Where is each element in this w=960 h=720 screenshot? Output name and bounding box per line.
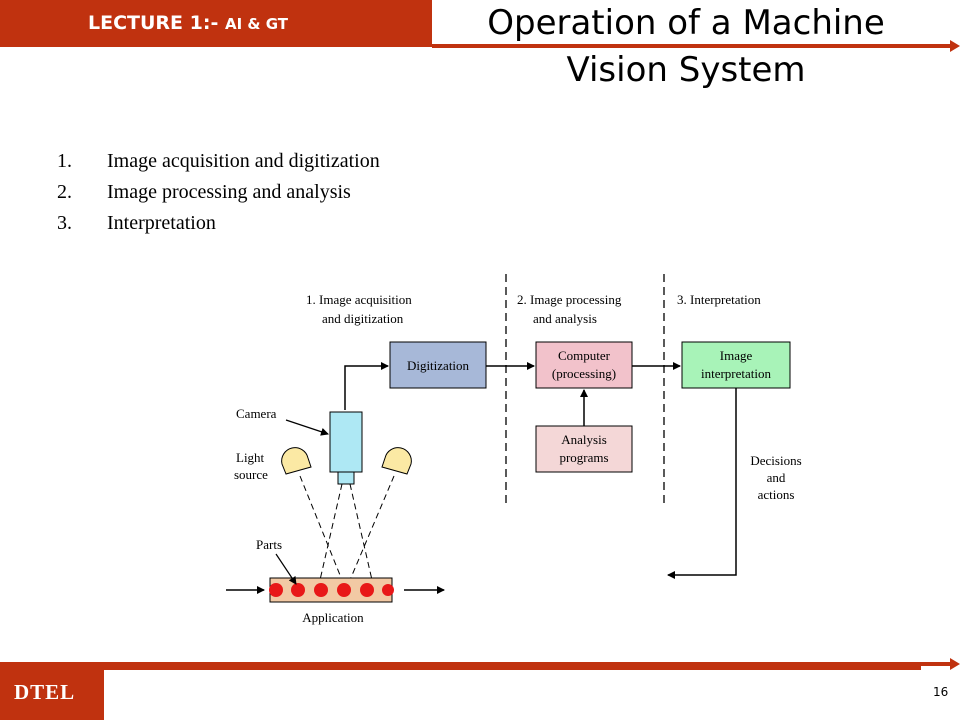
parts-pointer-arrow [275,553,297,585]
footer-brand: DTEL [14,680,76,704]
computer-label-line1: Computer [558,348,611,363]
camera-view-left [319,483,343,581]
light-label-line2: source [234,467,268,482]
step-text: Image acquisition and digitization [107,150,380,172]
step-item: 3. Interpretation [57,208,380,239]
footer-rule [921,662,951,666]
part [382,584,394,596]
section1-label-line2: and digitization [322,311,404,326]
analysis-label-line2: programs [559,450,608,465]
lecture-number: LECTURE 1:- [88,12,219,34]
part [360,583,374,597]
light-label-line1: Light [236,450,265,465]
interpretation-label-line2: interpretation [701,366,772,381]
footer-arrow-icon [950,658,960,670]
decisions-feedback-arrow [667,388,737,579]
camera-body [329,411,363,473]
section2-label-line2: and analysis [533,311,597,326]
camera-view-right [349,483,373,581]
camera-lens [337,471,355,485]
digitization-label: Digitization [407,358,470,373]
part [291,583,305,597]
slide-title-line1: Operation of a Machine [487,3,885,43]
part [337,583,351,597]
parts-row [269,583,394,597]
camera-pointer-arrow [285,419,329,436]
decisions-label-line2: and [767,470,786,485]
steps-list: 1. Image acquisition and digitization 2. I… [57,146,380,239]
digitization-box [389,341,487,389]
computer-box [535,341,633,389]
decisions-label-line1: Decisions [750,453,801,468]
decisions-label-line3: actions [758,487,795,502]
camera-to-digitization-arrow [344,362,389,410]
step-number: 3. [57,212,72,234]
page-number: 16 [933,685,949,699]
light-beam-left [299,475,343,581]
machine-vision-diagram: 1. Image acquisition and digitization 2.… [226,274,802,625]
section2-label-line1: 2. Image processing [517,292,622,307]
lecture-label: LECTURE 1:- AI & GT [88,12,288,34]
part [314,583,328,597]
step-number: 2. [57,181,72,203]
step-item: 1. Image acquisition and digitization [57,146,380,177]
step-text: Image processing and analysis [107,181,351,203]
interpretation-box [681,341,791,389]
section3-label: 3. Interpretation [677,292,761,307]
step-number: 1. [57,150,72,172]
lecture-subject: AI & GT [224,15,288,33]
header-arrow-icon [950,40,960,52]
slide-title-line2: Vision System [566,50,806,90]
footer-panel [104,670,921,720]
light-source-left [281,447,312,475]
header-band [0,0,432,47]
analysis-box [535,425,633,473]
header-rule [432,44,956,48]
step-item: 2. Image processing and analysis [57,177,380,208]
parts-label: Parts [256,537,282,552]
computer-label-line2: (processing) [552,366,616,381]
interpretation-label-line1: Image [720,348,753,363]
application-label: Application [302,610,364,625]
page-number-box: 16 [921,675,960,720]
analysis-label-line1: Analysis [561,432,607,447]
light-beam-right [349,475,395,581]
part [269,583,283,597]
step-text: Interpretation [107,212,216,234]
light-source-right [381,447,412,475]
camera-label: Camera [236,406,277,421]
section1-label-line1: 1. Image acquisition [306,292,412,307]
